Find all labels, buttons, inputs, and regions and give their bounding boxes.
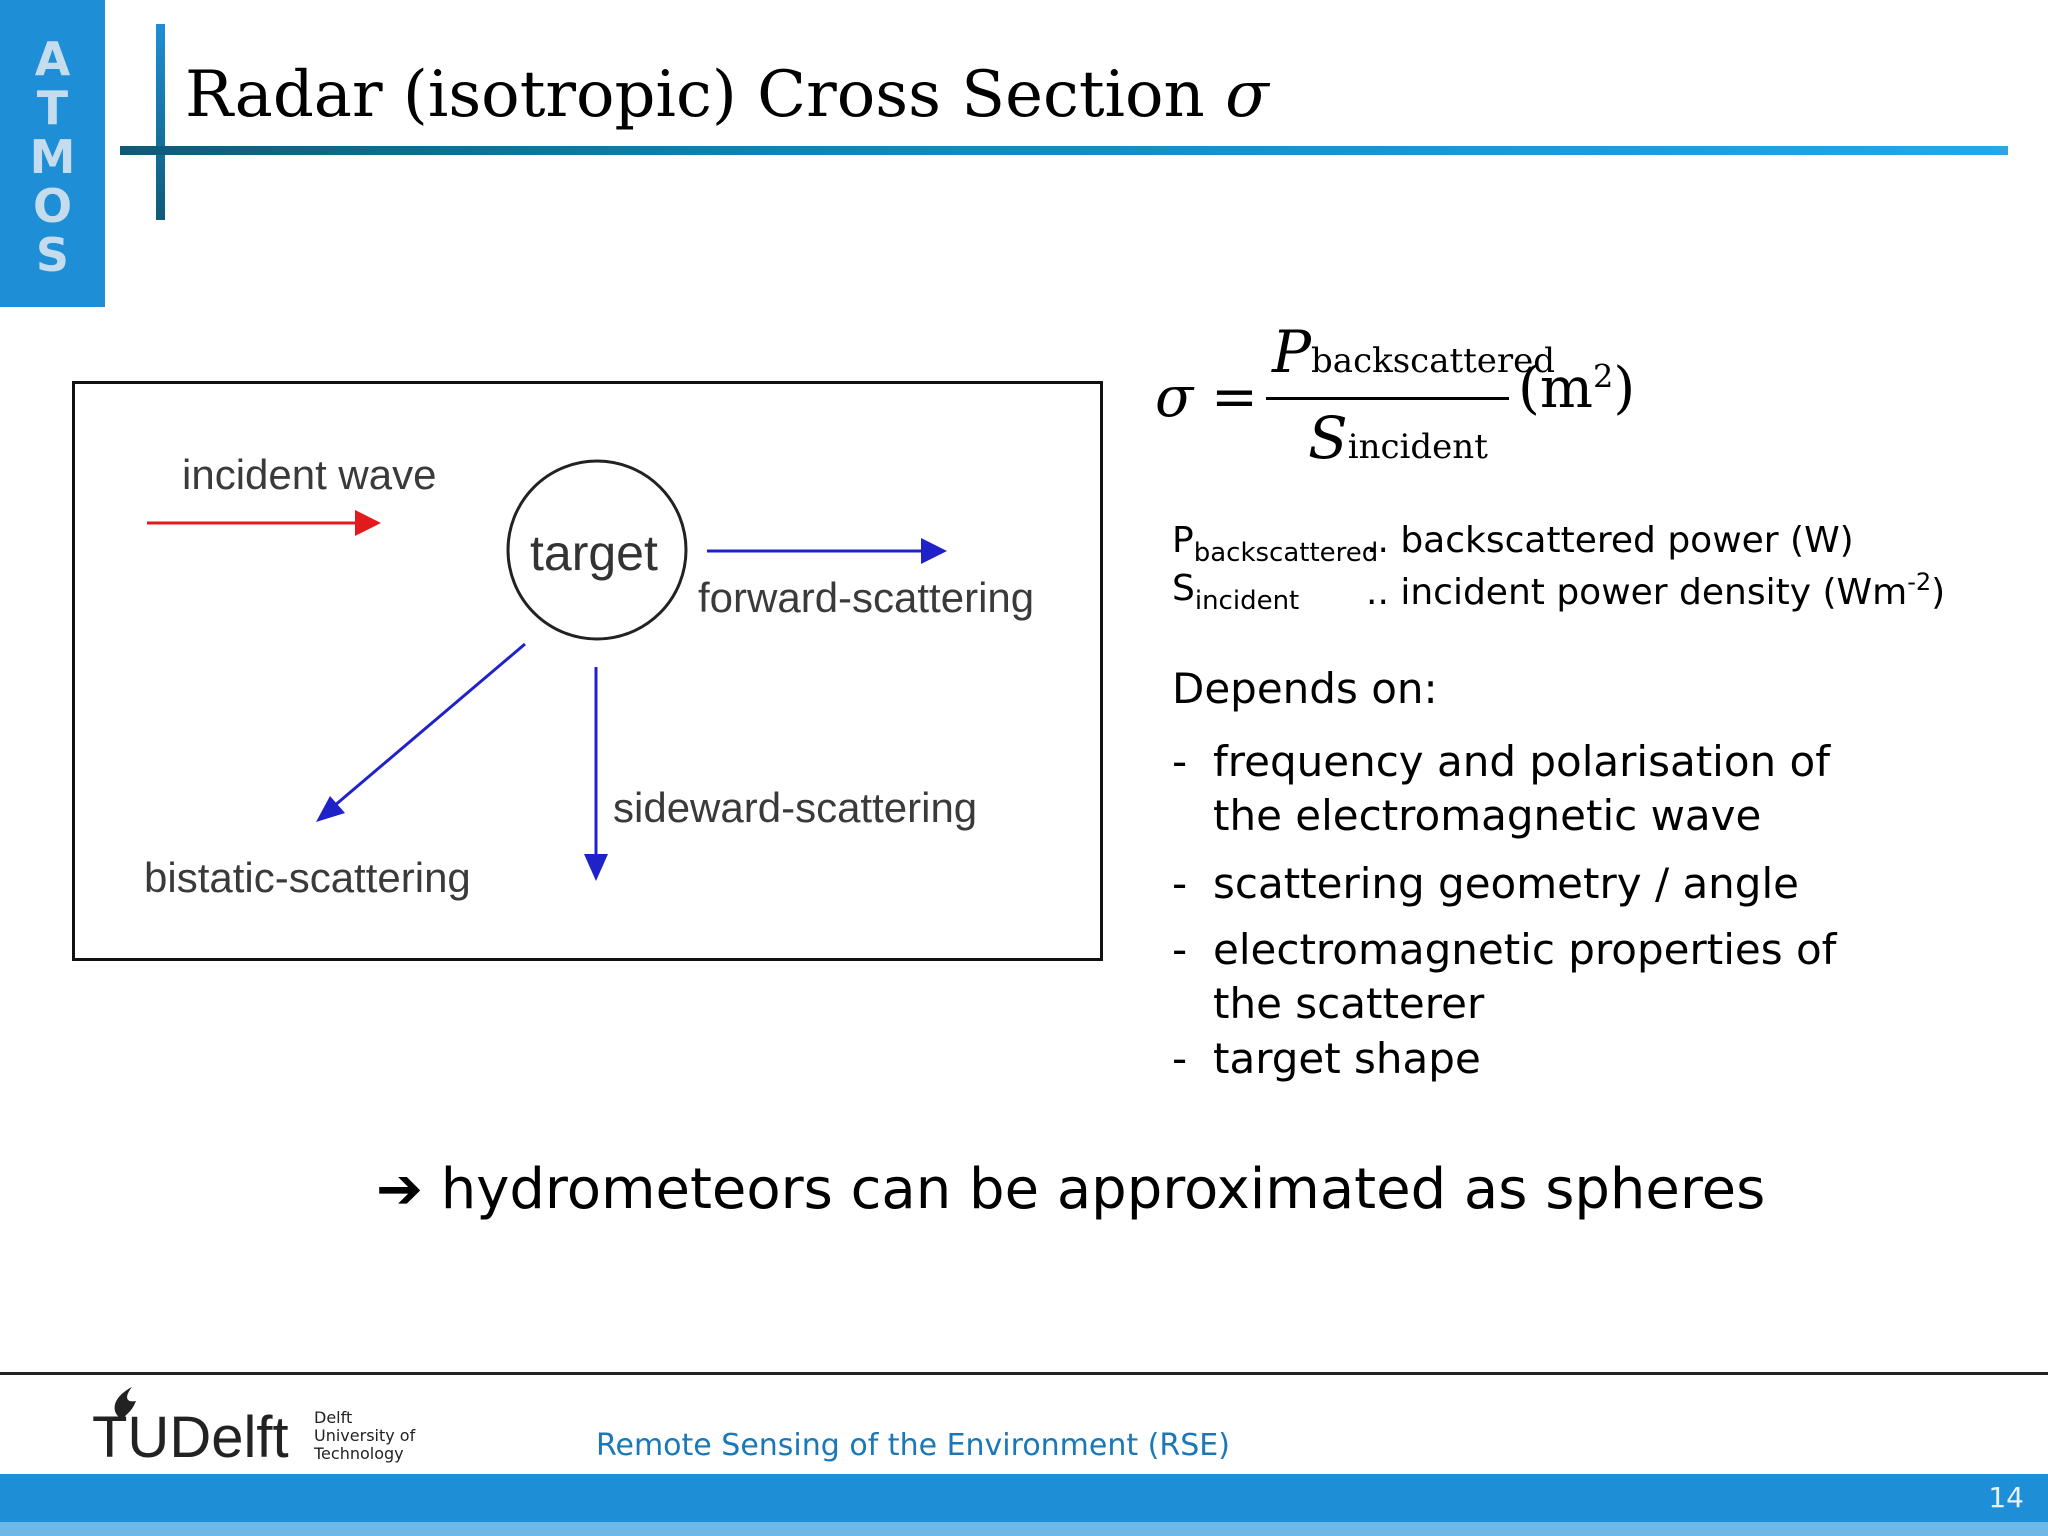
title-text: Radar (isotropic) Cross Section [185, 58, 1205, 132]
logo-line3: Technology [314, 1444, 404, 1463]
definition-s-text: .. incident power density (Wm-2) [1366, 568, 1945, 613]
diagram-svg [147, 459, 947, 881]
incident-arrow-head [355, 510, 381, 536]
unit-sup: 2 [1592, 357, 1614, 396]
unit-close: ) [1613, 356, 1636, 421]
slide-title: Radar (isotropic) Cross Section σ [185, 55, 1269, 135]
unit-open: (m [1518, 356, 1593, 421]
footer-bar-light [0, 1522, 2048, 1536]
flame-icon [114, 1387, 136, 1419]
formula-lhs: σ = [1155, 365, 1258, 430]
brand-letter: M [29, 130, 76, 184]
definition-p-text: .. backscattered power (W) [1366, 520, 1854, 561]
footer-bar [0, 1474, 2048, 1522]
page-number: 14 [1988, 1481, 2024, 1514]
fraction-bar [1266, 397, 1509, 400]
sideward-arrow-head [584, 854, 608, 881]
def-var: P [1172, 520, 1194, 561]
brand-letter: O [32, 179, 73, 233]
def-sup: -2 [1907, 568, 1932, 596]
incident-wave-label: incident wave [182, 451, 437, 498]
bullet-item-cont: the scatterer [1213, 979, 1485, 1028]
formula-numerator: Pbackscattered [1272, 318, 1555, 386]
logo-line1: Delft [314, 1408, 353, 1427]
bistatic-arrow-head [316, 796, 345, 822]
depends-heading: Depends on: [1172, 664, 1438, 713]
conclusion-text: hydrometeors can be approximated as sphe… [440, 1157, 1766, 1222]
bullet-item: scattering geometry / angle [1213, 859, 1799, 908]
definition-s: Sincident [1172, 568, 1299, 616]
bullet-item: electromagnetic properties of [1213, 925, 1837, 974]
atmos-brand-strip: A T M O S [0, 0, 105, 307]
bistatic-scattering-label: bistatic-scattering [144, 854, 471, 901]
footer-course-title: Remote Sensing of the Environment (RSE) [596, 1428, 1230, 1463]
numerator-sub: backscattered [1311, 341, 1556, 381]
footer-divider [0, 1372, 2048, 1375]
denominator-sub: incident [1347, 427, 1488, 467]
title-horizontal-bar [120, 146, 2008, 155]
scattering-diagram: incident wave target forward-scattering … [72, 381, 1103, 961]
bullet-dash: - [1172, 1034, 1188, 1083]
def-sub: backscattered [1193, 538, 1379, 568]
def-tail: ) [1931, 572, 1946, 613]
def-var: S [1172, 568, 1195, 609]
sideward-scattering-label: sideward-scattering [613, 784, 978, 831]
logo-line2: University of [314, 1426, 416, 1445]
conclusion: ➔ hydrometeors can be approximated as sp… [376, 1158, 1765, 1222]
formula-denominator: Sincident [1308, 404, 1488, 472]
bullet-dash: - [1172, 737, 1188, 786]
title-sigma: σ [1225, 58, 1269, 132]
numerator-var: P [1272, 318, 1312, 386]
bullet-dash: - [1172, 925, 1188, 974]
target-circle [506, 459, 688, 641]
definition-p: Pbackscattered [1172, 520, 1378, 568]
arrow-icon: ➔ [376, 1157, 423, 1222]
bistatic-arrow [326, 642, 526, 814]
title-vertical-bar [156, 24, 165, 220]
denominator-var: S [1308, 404, 1348, 472]
forward-scattering-label: forward-scattering [698, 574, 1035, 621]
brand-letter: A [34, 32, 71, 86]
target-label: target [530, 525, 658, 581]
def-text: .. incident power density (Wm [1366, 572, 1908, 613]
forward-arrow-head [921, 538, 947, 564]
bullet-item: target shape [1213, 1034, 1481, 1083]
brand-letter: T [36, 81, 69, 135]
bullet-dash: - [1172, 859, 1188, 908]
brand-letter: S [35, 228, 70, 282]
bullet-item: frequency and polarisation of [1213, 737, 1830, 786]
logo-wordmark: TUDelft [92, 1405, 289, 1470]
formula-unit: (m2) [1518, 356, 1635, 421]
bullet-item-cont: the electromagnetic wave [1213, 791, 1762, 840]
def-sub: incident [1194, 586, 1300, 616]
tudelft-logo: TUDelft Delft University of Technology [92, 1383, 422, 1473]
